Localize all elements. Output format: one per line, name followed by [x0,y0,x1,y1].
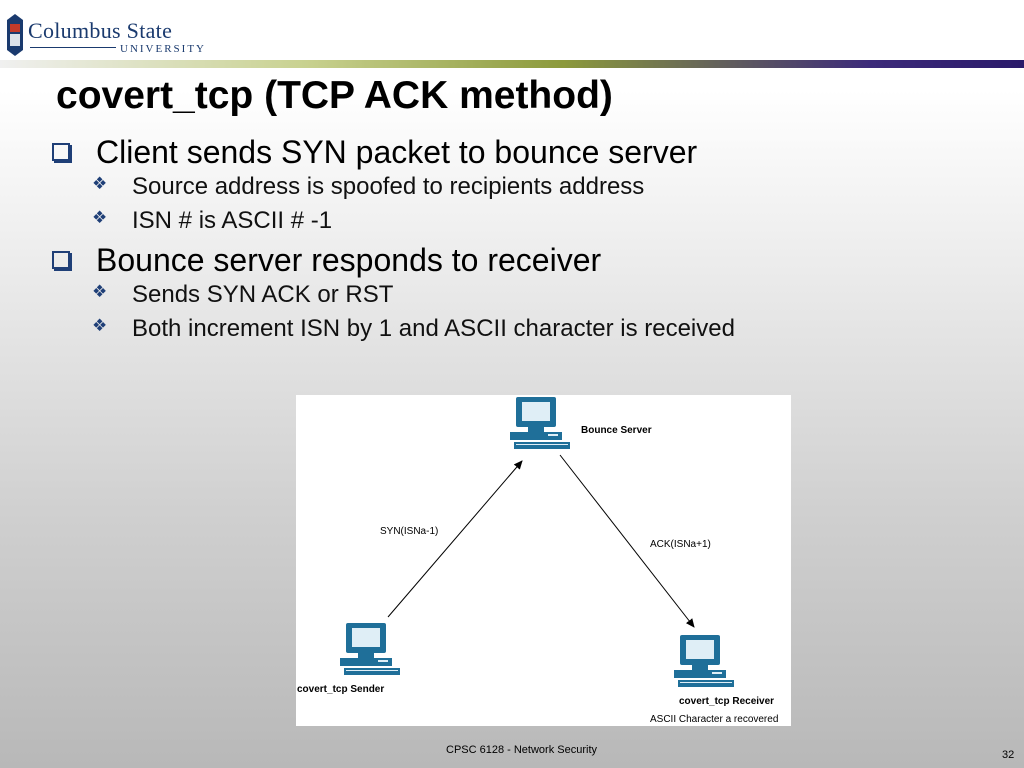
diamond-bullet-icon: ❖ [92,208,108,227]
bullet-text: Client sends SYN packet to bounce server [96,134,698,170]
bullet-text: Bounce server responds to receiver [96,242,602,278]
bullet-text: Source address is spoofed to recipients … [132,173,645,200]
bullet-level1: Client sends SYN packet to bounce server [52,134,1012,172]
bullet-text: Sends SYN ACK or RST [132,281,394,308]
bullet-text: Both increment ISN by 1 and ASCII charac… [132,315,735,342]
diagram-canvas: Bounce Server SYN(ISNa-1) ACK(ISNa+1) co… [297,397,778,725]
square-bullet-icon [52,251,70,269]
receiver-label: covert_tcp Receiver [679,696,774,707]
diamond-bullet-icon: ❖ [92,282,108,301]
network-diagram: Bounce Server SYN(ISNa-1) ACK(ISNa+1) co… [296,395,791,726]
bullet-level2: ❖ Sends SYN ACK or RST [52,280,1012,314]
syn-edge-label: SYN(ISNa-1) [380,526,438,537]
bounce-server-label: Bounce Server [581,425,652,436]
computer-icon [510,397,570,449]
logo-subtitle: UNIVERSITY [120,43,206,55]
logo-name: Columbus State [28,18,173,43]
bullet-level1: Bounce server responds to receiver [52,242,1012,280]
edge-syn-arrow [387,460,523,618]
logo-rule [30,47,116,48]
computer-icon [340,623,400,675]
bullet-level2: ❖ Source address is spoofed to recipient… [52,172,1012,206]
shield-icon [7,14,23,56]
footer-course: CPSC 6128 - Network Security [446,744,597,756]
bullet-list: Client sends SYN packet to bounce server… [52,134,1012,348]
receiver-note: ASCII Character a recovered [650,714,778,725]
edge-ack-arrow [559,454,695,628]
computer-icon [674,635,734,687]
ack-edge-label: ACK(ISNa+1) [650,539,711,550]
diamond-bullet-icon: ❖ [92,174,108,193]
slide-title: covert_tcp (TCP ACK method) [56,74,613,117]
bullet-level2: ❖ Both increment ISN by 1 and ASCII char… [52,314,1012,348]
header-bar [0,60,1024,68]
square-bullet-icon [52,143,70,161]
page-number: 32 [1002,749,1015,761]
bullet-text: ISN # is ASCII # -1 [132,207,333,234]
diamond-bullet-icon: ❖ [92,316,108,335]
sender-label: covert_tcp Sender [297,684,384,695]
bullet-level2: ❖ ISN # is ASCII # -1 [52,206,1012,240]
university-logo: Columbus State UNIVERSITY [4,8,204,60]
